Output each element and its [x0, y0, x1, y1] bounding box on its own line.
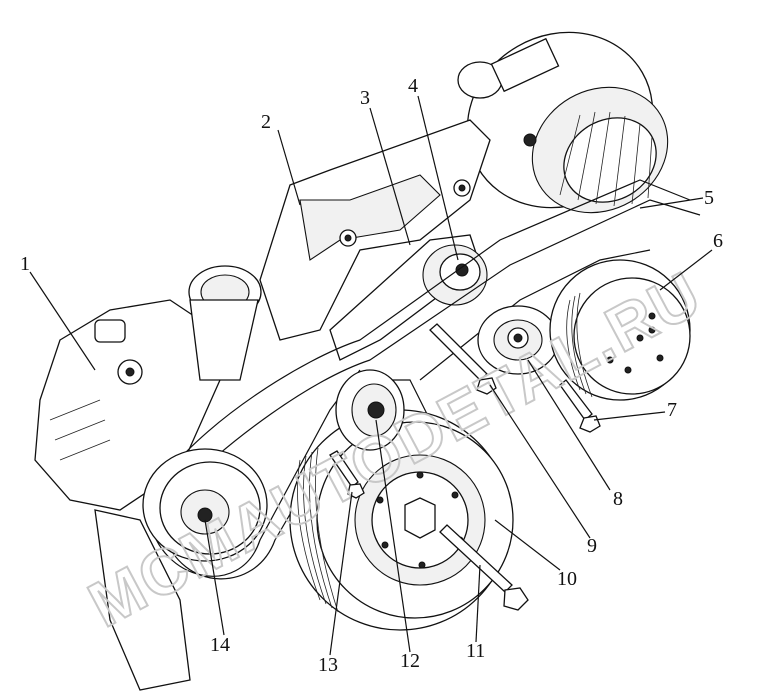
callout-8: 8 [613, 488, 623, 510]
fan-pulley [549, 259, 691, 401]
drive-belt [149, 179, 701, 580]
callout-12: 12 [400, 650, 420, 672]
callout-14: 14 [210, 634, 230, 656]
leader-lines [29, 95, 713, 656]
callout-13: 13 [318, 654, 338, 676]
callout-6: 6 [713, 230, 723, 252]
callout-4: 4 [408, 75, 418, 97]
callout-5: 5 [704, 187, 714, 209]
idler-pulley [477, 305, 559, 375]
mounting-bracket [259, 119, 491, 341]
alternator [457, 31, 669, 214]
callout-7: 7 [667, 399, 677, 421]
callout-1: 1 [20, 253, 30, 275]
callout-11: 11 [466, 640, 485, 662]
callout-3: 3 [360, 87, 370, 109]
callout-labels: 1 2 3 4 5 6 7 8 9 10 11 12 13 14 [20, 75, 723, 676]
bolt-9 [429, 323, 497, 395]
callout-10: 10 [557, 568, 577, 590]
callout-2: 2 [261, 111, 271, 133]
crankshaft-bolt [439, 524, 529, 611]
callout-9: 9 [587, 535, 597, 557]
small-idler-pulley [335, 369, 405, 451]
bolt-13 [329, 450, 365, 499]
water-pump-pulley [142, 448, 268, 562]
